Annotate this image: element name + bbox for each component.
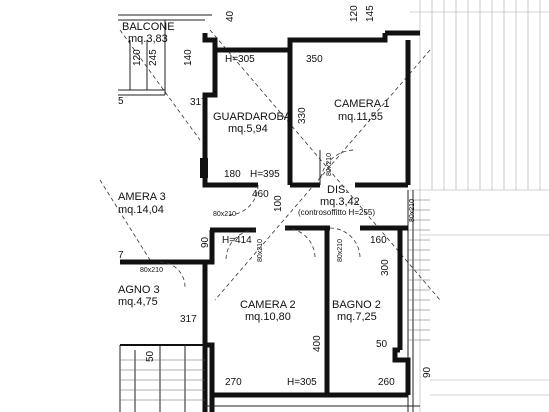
dis-area: mq.3,42 <box>320 196 360 208</box>
right-grid-hatching <box>407 0 549 412</box>
dim-5-left: 5 <box>118 96 124 107</box>
bottom-stairs <box>119 345 420 412</box>
dim-317-top: 317 <box>190 97 207 108</box>
dis-name: DIS. <box>327 184 348 196</box>
guardaroba-height-top: H=305 <box>225 54 255 65</box>
dim-40: 40 <box>225 10 236 22</box>
dim-330: 330 <box>297 107 308 124</box>
dim-317-bottom: 317 <box>180 314 197 325</box>
dim-90-bottom: 90 <box>422 366 433 378</box>
dim-120-top: 120 <box>349 5 360 22</box>
dim-100: 100 <box>273 195 284 212</box>
camera1-name: CAMERA 1 <box>334 98 390 110</box>
door-label-camera1: 80x210 <box>326 153 333 176</box>
bagno3-area: mq.4,75 <box>118 296 158 308</box>
dim-145: 145 <box>365 5 376 22</box>
balcone-outline <box>118 14 212 96</box>
door-label-guardaroba: 80x210 <box>213 211 236 218</box>
bagno2-name: BAGNO 2 <box>332 299 381 311</box>
dim-350: 350 <box>306 54 323 65</box>
dim-180: 180 <box>224 169 241 180</box>
dim-90-left: 90 <box>200 236 211 248</box>
stair-steps <box>408 199 430 341</box>
camera2-height-bottom: H=305 <box>287 377 317 388</box>
dim-7-left: 7 <box>118 250 124 261</box>
dim-400: 400 <box>312 335 323 352</box>
dim-270: 270 <box>225 377 242 388</box>
camera3-area: mq.14,04 <box>118 204 164 216</box>
guardaroba-height-bottom: H=395 <box>250 169 280 180</box>
door-label-bagno2: 80x210 <box>337 239 344 262</box>
guardaroba-area: mq.5,94 <box>228 123 268 135</box>
dim-50-left: 50 <box>145 350 156 362</box>
camera2-name: CAMERA 2 <box>240 299 296 311</box>
camera1-area: mq.11,55 <box>338 111 383 123</box>
dim-160: 160 <box>370 235 387 246</box>
bagno2-area: mq.7,25 <box>337 311 377 323</box>
bagno3-name: AGNO 3 <box>118 284 160 296</box>
dim-300: 300 <box>380 259 391 276</box>
dim-460: 460 <box>252 189 269 200</box>
dim-50-right: 50 <box>376 339 388 350</box>
camera2-height-left: H=414 <box>222 235 252 246</box>
balcone-name: BALCONE <box>122 21 175 33</box>
dim-260: 260 <box>378 377 395 388</box>
dim-140: 140 <box>183 49 194 66</box>
door-label-camera2: 80x210 <box>257 239 264 262</box>
dim-245: 245 <box>148 49 159 66</box>
door-swings <box>159 149 361 288</box>
camera3-name: AMERA 3 <box>118 191 166 203</box>
door-label-dis: 80x210 <box>409 199 416 222</box>
dis-note: (controsoffitto H=255) <box>298 208 375 217</box>
walls <box>120 30 420 412</box>
door-label-bagno3: 80x210 <box>140 267 163 274</box>
dim-120-left: 120 <box>132 49 143 66</box>
guardaroba-name: GUARDAROBA <box>213 111 292 123</box>
camera2-area: mq.10,80 <box>245 311 291 323</box>
balcone-area: mq.3,83 <box>128 33 168 45</box>
